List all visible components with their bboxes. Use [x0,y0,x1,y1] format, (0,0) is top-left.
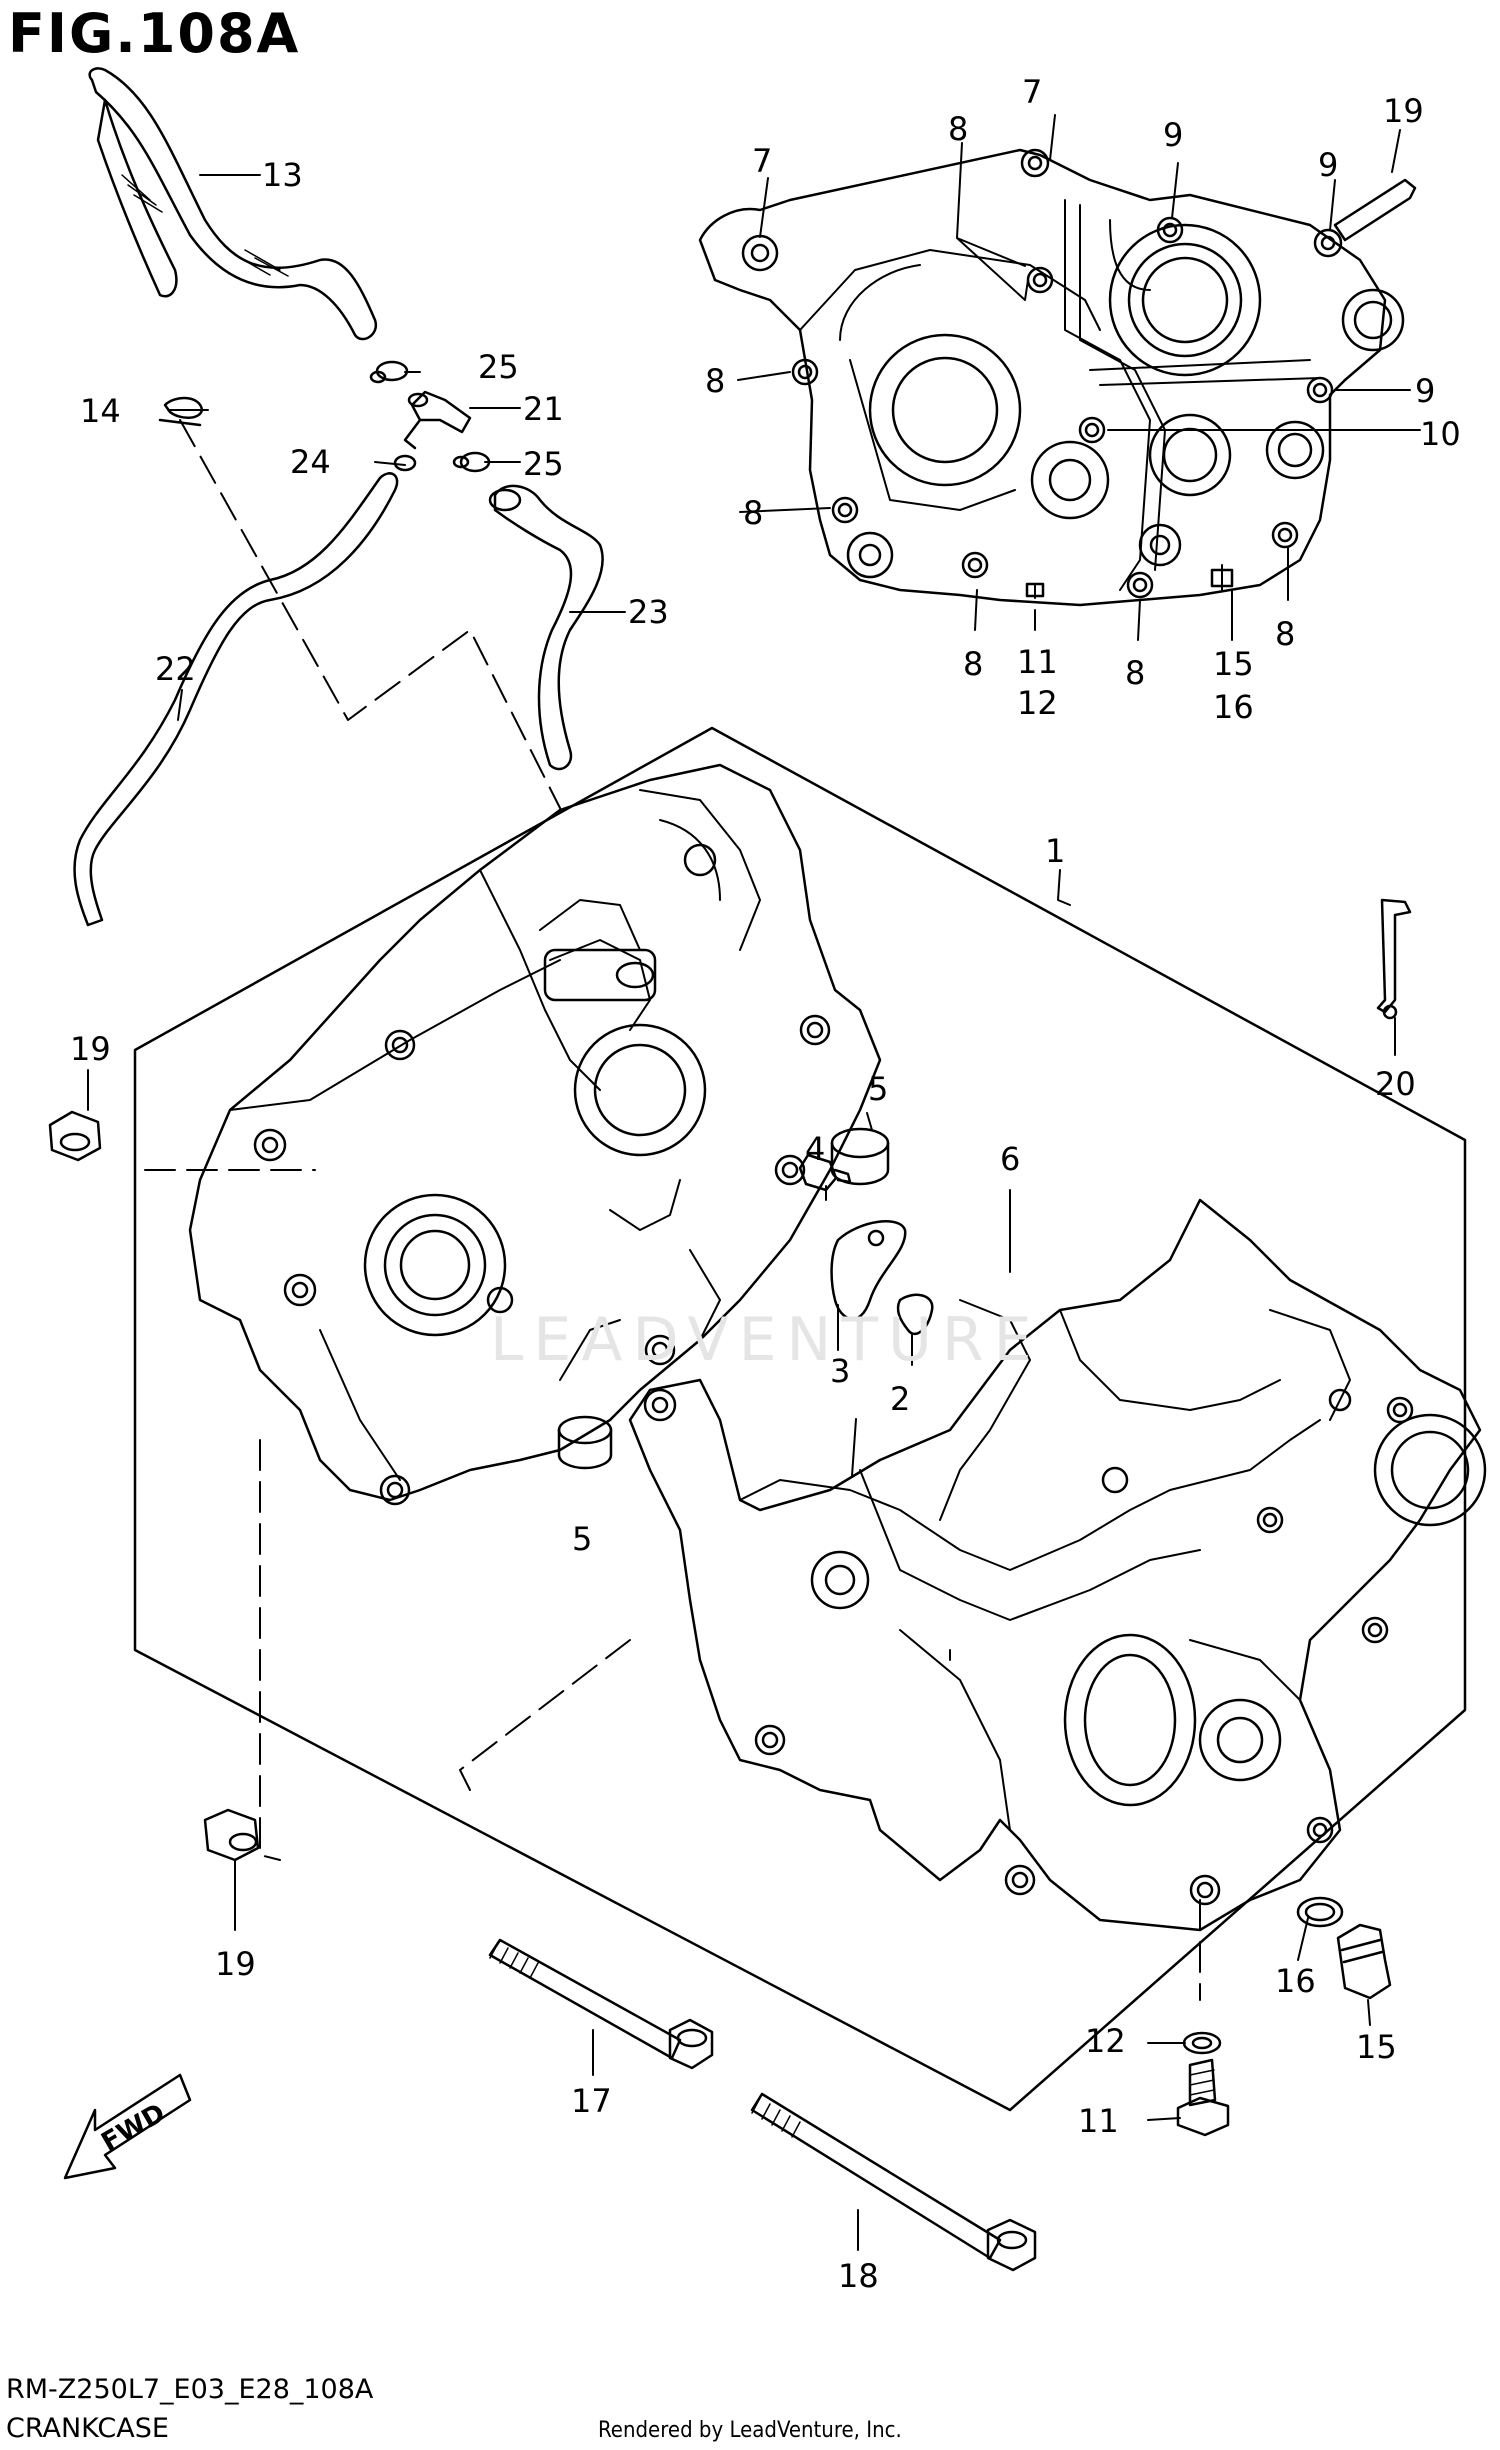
hose-22 [73,472,399,927]
callout-16-inset: 16 [1213,688,1254,726]
callout-19-left: 19 [70,1030,111,1068]
callout-5-bottom: 5 [572,1520,592,1558]
callout-8-left-b: 8 [743,494,763,532]
assembly-frame [133,726,1467,2112]
washer-12-inner [1191,2036,1213,2050]
clip-19-inset [1333,178,1417,242]
plate-3 [830,1220,907,1321]
callout-16: 16 [1275,1962,1316,2000]
fitting-21 [403,390,472,450]
figure-code: RM-Z250L7_E03_E28_108A [6,2374,374,2405]
gasket-outline [939,1299,1031,1521]
callout-8-left-a: 8 [705,362,725,400]
hose-23 [488,484,604,771]
callout-11: 11 [1078,2102,1119,2140]
washer-16-inner [1304,1902,1336,1922]
callout-15-inset: 15 [1213,645,1254,683]
callout-5-top: 5 [868,1070,888,1108]
callout-8-bottom-a: 8 [963,645,983,683]
callout-22: 22 [155,650,196,688]
callout-12: 12 [1085,2022,1126,2060]
oring-25-top [375,360,409,382]
callout-7-left: 7 [752,142,772,180]
oring-24 [393,454,417,472]
crankcase-inset [698,148,1405,607]
crankcase-right-half [628,1198,1487,1932]
nut-19-lower [203,1808,260,1862]
callout-4: 4 [805,1130,825,1168]
callout-19-lower: 19 [215,1945,256,1983]
figure-name: CRANKCASE [6,2413,169,2444]
callout-2: 2 [890,1380,910,1418]
callout-8-bottom-b: 8 [1125,654,1145,692]
bolt-17 [488,1938,714,2070]
callout-3: 3 [830,1352,850,1390]
callout-14: 14 [80,392,121,430]
callout-18: 18 [838,2257,879,2295]
callout-25-side: 25 [523,445,564,483]
dowel-pin-5-bottom [557,1415,613,1470]
callout-labels: 1 2 3 4 5 5 6 7 7 8 8 8 8 8 8 9 9 9 10 1… [70,73,1461,2295]
callout-9-b: 9 [1318,146,1338,184]
washer-16 [1296,1896,1344,1928]
callout-7-top: 7 [1022,73,1042,111]
callout-15: 15 [1356,2028,1397,2066]
callout-10: 10 [1420,415,1461,453]
plate-3-hole [867,1229,885,1247]
bolt-11 [1176,2058,1230,2137]
callout-19-inset: 19 [1383,92,1424,130]
oring-25-top-inner [369,370,387,384]
callout-9-a: 9 [1163,116,1183,154]
oring-25-side-inner [452,455,470,469]
callout-1: 1 [1045,832,1065,870]
callout-20: 20 [1375,1065,1416,1103]
nut-19-left [48,1110,102,1162]
callout-12-inset: 12 [1017,684,1058,722]
callout-11-inset: 11 [1017,643,1058,681]
gasket-2 [896,1293,934,1336]
callout-8-bottom-c: 8 [1275,615,1295,653]
dowel-pin-5-top [830,1127,890,1186]
dashed-leaders [144,419,1201,1861]
fwd-arrow-icon: FWD [63,2073,192,2180]
callout-17: 17 [571,2082,612,2120]
callout-13: 13 [262,156,303,194]
callout-24: 24 [290,443,331,481]
figure-title: FIG.108A [8,2,301,65]
callout-25-top: 25 [478,348,519,386]
breather-hose-13 [88,67,378,341]
clip-20 [1376,898,1412,1020]
callout-23: 23 [628,593,669,631]
rendered-by: Rendered by LeadVenture, Inc. [598,2418,902,2443]
plug-15 [1336,1923,1392,2000]
callout-21: 21 [523,390,564,428]
callout-9-c: 9 [1415,372,1435,410]
callout-6: 6 [1000,1140,1020,1178]
bolt-18 [750,2092,1037,2272]
washer-12 [1182,2031,1222,2055]
callout-8-top: 8 [948,110,968,148]
crankcase-left-half [188,763,882,1506]
leader-lines [87,114,1421,2251]
watermark: LEADVENTURE [490,1305,1042,1375]
